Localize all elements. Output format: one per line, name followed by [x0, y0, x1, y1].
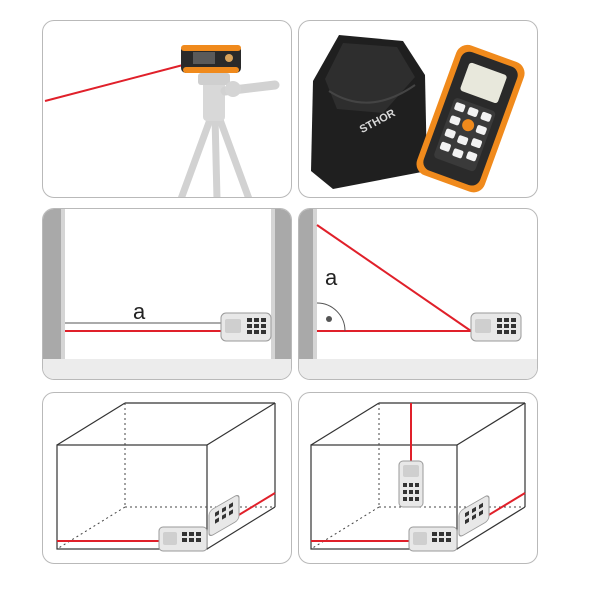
- left-wall: [299, 209, 313, 359]
- distance-label: a: [325, 265, 338, 290]
- room-vertical-illustration: [310, 402, 526, 552]
- tripod-illustration: [44, 45, 280, 197]
- laser-meter-device: [220, 312, 272, 342]
- right-angle-arc: [316, 302, 346, 332]
- right-wall: [275, 209, 291, 359]
- laser-meter-device: [181, 45, 241, 73]
- laser-meter-device: [470, 312, 522, 342]
- laser-meter-device-side: [458, 495, 490, 537]
- angle-illustration: a: [299, 209, 537, 379]
- left-wall: [43, 209, 61, 359]
- device-screen: [460, 62, 507, 104]
- panel-room-vertical: [298, 392, 538, 564]
- floor: [299, 359, 537, 379]
- panel-horizontal-measure: a: [42, 208, 292, 380]
- laser-meter-device-front: [408, 526, 458, 552]
- distance-label: a: [133, 299, 146, 324]
- floor: [43, 359, 291, 379]
- room-corner-illustration: [56, 402, 276, 552]
- laser-meter-device-front: [158, 526, 208, 552]
- panel-kit: STHOR: [298, 20, 538, 198]
- device-keypad: [439, 102, 492, 162]
- panel-room-corner: [42, 392, 292, 564]
- panel-angle-measure: a: [298, 208, 538, 380]
- laser-meter-device-vertical: [398, 460, 424, 508]
- tripod: [178, 73, 280, 197]
- horizontal-illustration: a: [43, 209, 291, 379]
- room-box: [310, 402, 526, 550]
- right-angle-dot: [326, 316, 332, 322]
- room-box: [56, 402, 276, 550]
- laser-beam: [44, 64, 184, 102]
- kit-illustration: STHOR: [311, 35, 525, 193]
- carrying-pouch: STHOR: [311, 35, 427, 189]
- laser-meter-device-side: [208, 494, 240, 537]
- laser-beam-diagonal: [316, 224, 472, 332]
- laser-meter-device: [416, 44, 525, 193]
- panel-tripod: [42, 20, 292, 198]
